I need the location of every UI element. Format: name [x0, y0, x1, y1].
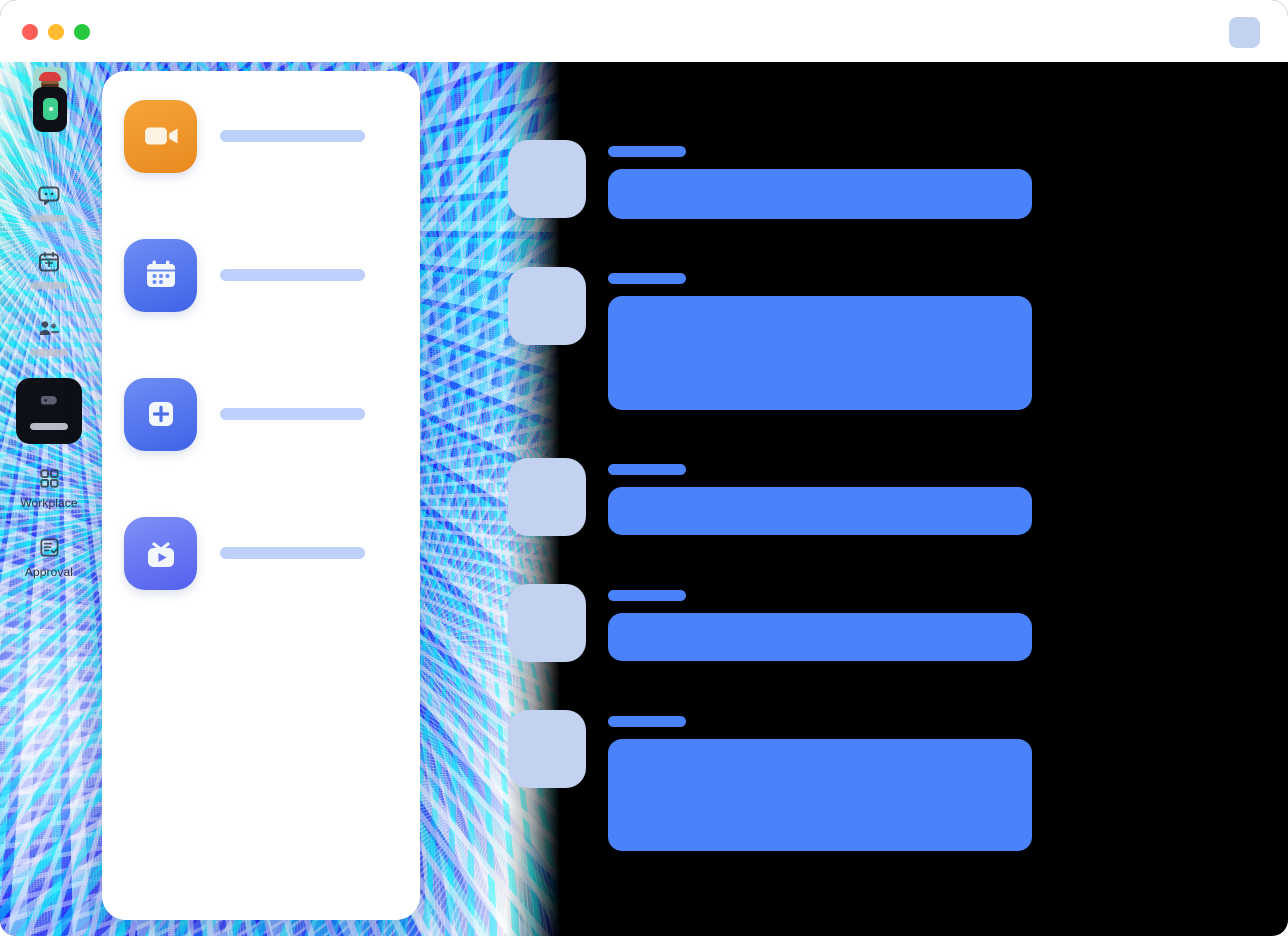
close-window-button[interactable]	[22, 24, 38, 40]
message-row[interactable]	[508, 458, 1108, 536]
traffic-lights	[22, 24, 90, 40]
status-dot	[48, 107, 53, 111]
status-card[interactable]	[32, 87, 67, 132]
mail-icon	[36, 390, 62, 416]
avatar-placeholder	[508, 710, 586, 788]
grid-icon	[36, 465, 62, 491]
app-list-item[interactable]	[102, 508, 420, 598]
message-bubble-skeleton	[608, 613, 1032, 661]
calendar-icon	[124, 238, 197, 312]
sidebar-item-label: Workplace	[20, 496, 78, 510]
sender-name-skeleton	[608, 590, 686, 601]
sidebar-item-workplace[interactable]: Workplace	[16, 458, 82, 516]
sidebar: Workplace Approval	[0, 62, 98, 936]
sidebar-item-approval[interactable]: Approval	[16, 527, 82, 585]
sidebar-item-label-skeleton	[30, 282, 68, 289]
plus-square-icon	[124, 377, 197, 451]
avatar-block[interactable]	[25, 67, 74, 145]
app-list-item[interactable]	[102, 91, 420, 181]
message-list	[508, 140, 1108, 851]
sidebar-item-label: Approval	[24, 565, 74, 579]
video-camera-icon	[124, 99, 197, 173]
message-body	[608, 458, 1032, 535]
title-bar	[0, 0, 1288, 62]
live-tv-icon	[124, 516, 197, 590]
avatar-placeholder	[508, 140, 586, 218]
message-body	[608, 267, 1032, 410]
sidebar-item-contacts[interactable]	[16, 309, 82, 362]
app-list-panel	[102, 71, 420, 920]
sidebar-item-label-skeleton	[30, 349, 68, 356]
document-icon	[36, 534, 62, 560]
minimize-window-button[interactable]	[48, 24, 64, 40]
sidebar-item-label-skeleton	[30, 423, 68, 430]
app-list-item-label-skeleton	[220, 130, 365, 142]
avatar-placeholder	[508, 584, 586, 662]
sidebar-item-calendar[interactable]	[16, 242, 82, 295]
sender-name-skeleton	[608, 146, 686, 157]
sidebar-item-chat[interactable]	[16, 175, 82, 228]
message-row[interactable]	[508, 710, 1108, 851]
avatar-placeholder	[508, 458, 586, 536]
message-bubble-skeleton	[608, 169, 1032, 219]
chat-icon	[36, 182, 62, 208]
sender-name-skeleton	[608, 716, 686, 727]
app-list-item[interactable]	[102, 369, 420, 459]
calendar-icon	[36, 249, 62, 275]
message-bubble-skeleton	[608, 487, 1032, 535]
message-row[interactable]	[508, 267, 1108, 410]
avatar-cap	[38, 72, 61, 81]
app-list-item[interactable]	[102, 230, 420, 320]
message-row[interactable]	[508, 584, 1108, 662]
message-body	[608, 710, 1032, 851]
sidebar-item-label-skeleton	[30, 215, 68, 222]
sender-name-skeleton	[608, 464, 686, 475]
app-list-item-label-skeleton	[220, 547, 365, 559]
sidebar-item-mail[interactable]	[16, 378, 82, 444]
titlebar-action-button[interactable]	[1229, 17, 1260, 48]
contacts-icon	[36, 316, 62, 342]
avatar-placeholder	[508, 267, 586, 345]
message-body	[608, 584, 1032, 661]
sender-name-skeleton	[608, 273, 686, 284]
message-bubble-skeleton	[608, 739, 1032, 851]
message-row[interactable]	[508, 140, 1108, 219]
app-list-item-label-skeleton	[220, 408, 365, 420]
message-body	[608, 140, 1032, 219]
maximize-window-button[interactable]	[74, 24, 90, 40]
message-bubble-skeleton	[608, 296, 1032, 410]
app-list-item-label-skeleton	[220, 269, 365, 281]
